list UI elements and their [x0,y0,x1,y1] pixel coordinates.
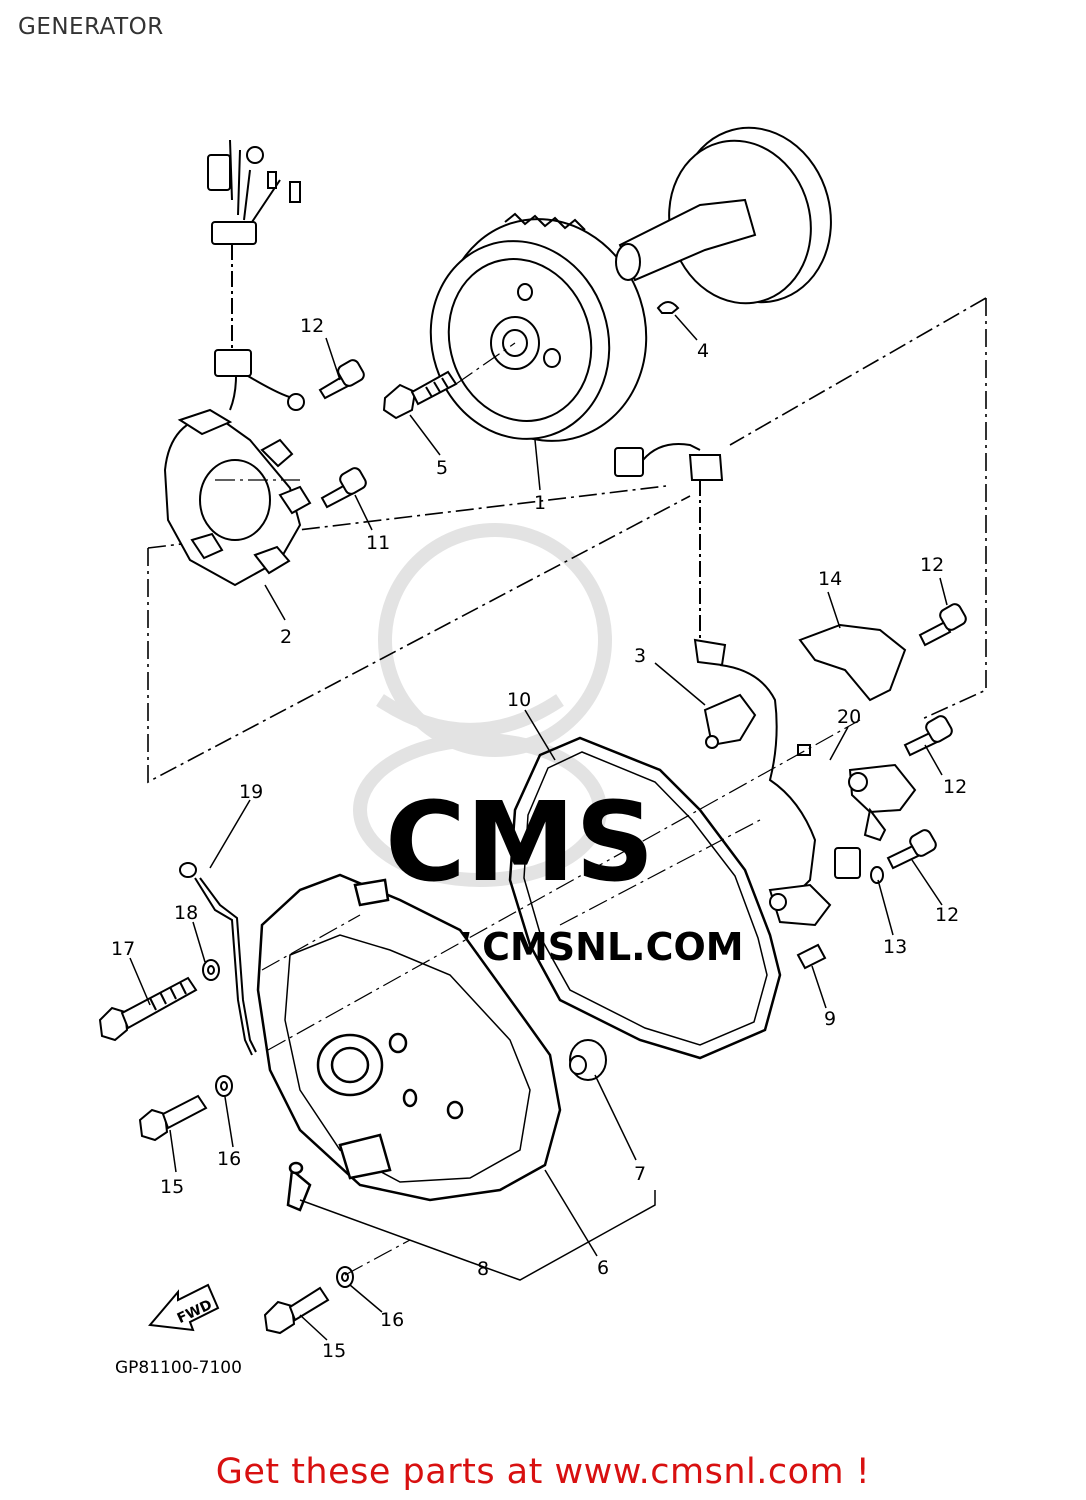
callout-numbers: 1 2 3 4 5 6 7 8 9 10 11 12 12 12 12 13 1… [111,315,967,1362]
callout-6: 6 [597,1257,609,1279]
ground-lead [179,862,257,1056]
woodruff-key [656,301,680,314]
axis-lines [215,342,861,1276]
callout-2: 2 [280,626,292,648]
callout-19: 19 [239,781,263,803]
callout-20: 20 [837,706,861,728]
page-title: GENERATOR [18,14,164,40]
callout-17: 17 [111,938,135,960]
callout-13: 13 [883,936,907,958]
callout-12-b: 12 [920,554,944,576]
callout-12-c: 12 [943,776,967,798]
stator-assembly [163,139,312,587]
flywheel-rotor [429,212,648,442]
callout-15-a: 15 [160,1176,184,1198]
stator-bolts [318,359,367,509]
callout-14: 14 [818,568,842,590]
starter-gear [615,126,832,305]
fwd-arrow: FWD [148,1283,220,1332]
pickup-coil-harness [614,443,817,891]
sensor-group [768,744,917,927]
callout-18: 18 [174,902,198,924]
callout-11: 11 [366,532,390,554]
callout-1: 1 [534,492,546,514]
callout-3: 3 [634,645,646,667]
callout-16-b: 16 [380,1309,404,1331]
cover-gasket [508,736,782,1060]
callout-5: 5 [436,457,448,479]
cover-plate [798,623,907,702]
callout-4: 4 [697,340,709,362]
callout-10: 10 [507,689,531,711]
callout-16-a: 16 [217,1148,241,1170]
diagram-code: GP81100-7100 [115,1358,242,1378]
dowel-pins [569,943,827,1081]
callout-9: 9 [824,1008,836,1030]
short-bolts [138,1075,354,1335]
callout-15-b: 15 [322,1340,346,1362]
callout-12-a: 12 [300,315,324,337]
footer-cta-link[interactable]: Get these parts at www.cmsnl.com ! [215,1452,871,1492]
leader-lines [129,314,948,1341]
callout-12-d: 12 [935,904,959,926]
callout-8: 8 [477,1258,489,1280]
crankcase-cover [256,873,562,1212]
gasket-inner [523,751,768,1046]
rotor-bolt [382,370,458,420]
callout-7: 7 [634,1163,646,1185]
long-bolt [98,959,220,1042]
right-bolts [870,603,967,884]
